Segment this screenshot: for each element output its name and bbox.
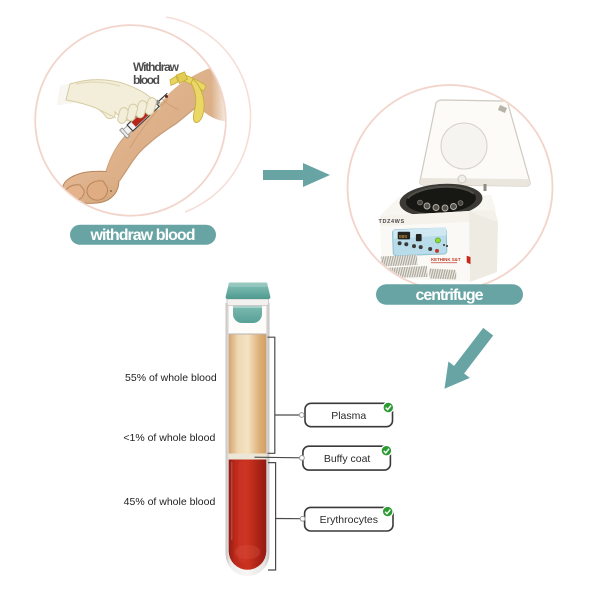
svg-text:<1% of whole blood: <1% of whole blood: [123, 432, 215, 444]
svg-text:Withdraw: Withdraw: [133, 60, 180, 74]
svg-text:Erythrocytes: Erythrocytes: [320, 514, 378, 526]
svg-text:KETHINK S&T: KETHINK S&T: [431, 257, 461, 262]
svg-text:TDZ4WS: TDZ4WS: [379, 219, 405, 225]
svg-text:blood: blood: [133, 73, 160, 87]
svg-text:Buffy coat: Buffy coat: [324, 453, 371, 465]
svg-text:Plasma: Plasma: [331, 410, 366, 422]
svg-text:888: 888: [399, 234, 407, 240]
svg-text:55% of whole blood: 55% of whole blood: [125, 372, 217, 384]
svg-text:withdraw blood: withdraw blood: [90, 227, 196, 244]
svg-text:45% of whole blood: 45% of whole blood: [124, 496, 216, 508]
svg-text:centrifuge: centrifuge: [416, 287, 484, 304]
